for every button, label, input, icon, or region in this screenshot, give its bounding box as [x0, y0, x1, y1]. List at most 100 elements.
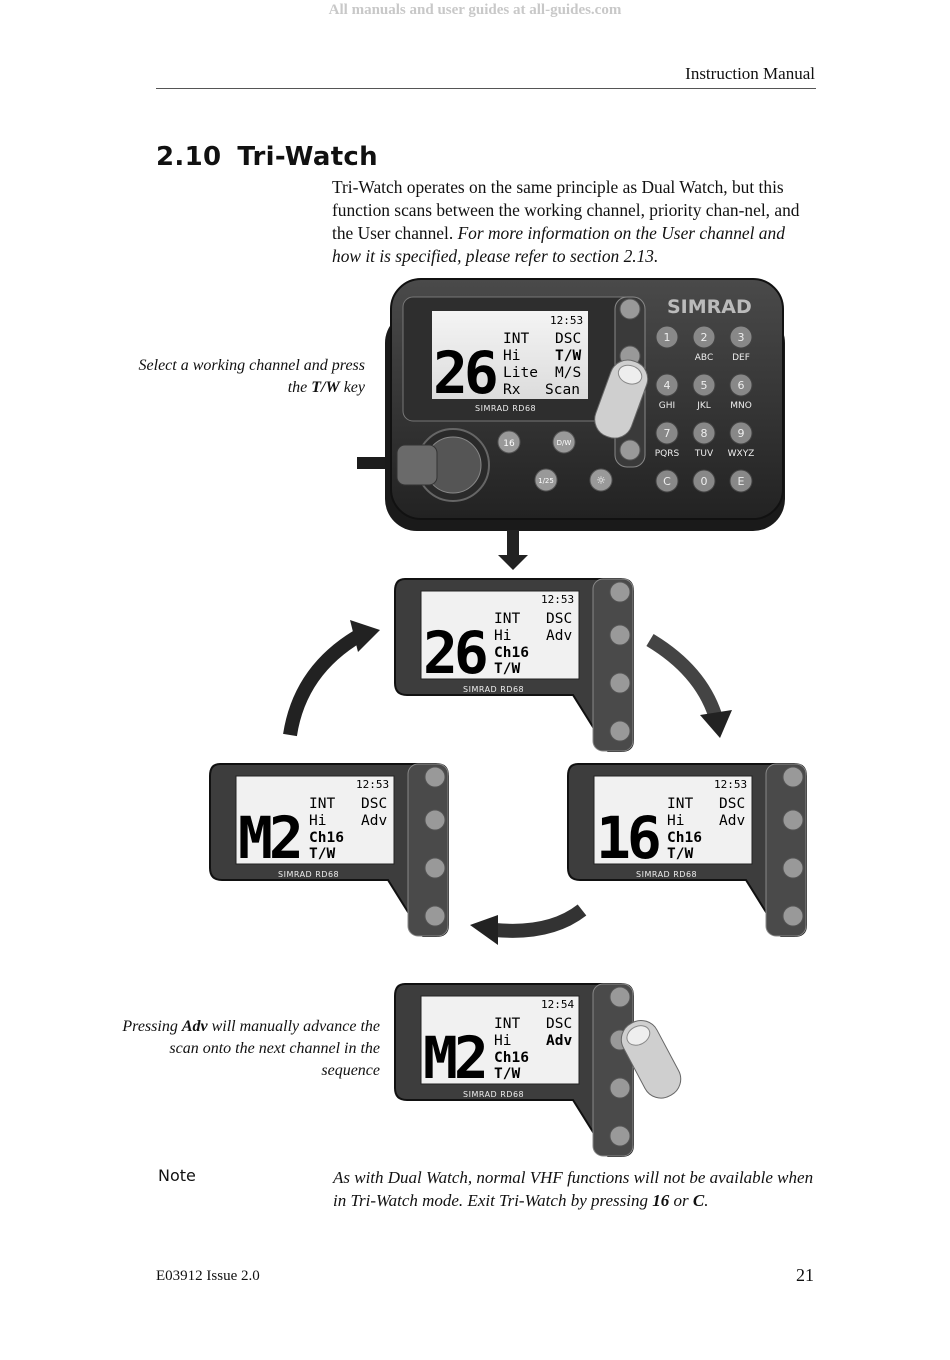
key-9[interactable] [729, 421, 753, 445]
key-C[interactable] [655, 469, 679, 493]
softkey-4[interactable] [619, 439, 641, 461]
softkey-3[interactable] [609, 672, 631, 694]
key-letters: GHI [659, 401, 675, 411]
key-4[interactable] [655, 373, 679, 397]
page-number: 21 [796, 1265, 814, 1285]
softkey-4[interactable] [609, 1125, 631, 1147]
key-number: C [663, 475, 671, 488]
arrow-left-up-icon [283, 628, 364, 737]
lcd-clock: 12:53 [550, 314, 583, 327]
note-body: As with Dual Watch, normal VHF functions… [333, 1168, 814, 1210]
softkey-1[interactable] [782, 766, 804, 788]
key-number: 8 [701, 427, 708, 440]
softkey-1[interactable] [609, 986, 631, 1008]
softkey-4[interactable] [424, 905, 446, 927]
softkey-strip [592, 983, 634, 1157]
key-number: 7 [664, 427, 671, 440]
light-button[interactable] [589, 468, 613, 492]
key-6[interactable] [729, 373, 753, 397]
lcd-screen [235, 775, 395, 865]
radio-model-label: SIMRAD RD68 [278, 870, 339, 879]
key-number: 5 [701, 379, 708, 392]
softkey-3[interactable] [782, 857, 804, 879]
lcd-row1-left: INT [503, 331, 529, 347]
key-8[interactable] [692, 421, 716, 445]
radio-illustration: 12:53 26 INT DSC Hi T/W Lite M/S Rx Scan… [357, 278, 785, 531]
lcd-ch16: Ch16 [494, 645, 529, 661]
key-number: 1 [664, 331, 671, 344]
radio-model-label: SIMRAD RD68 [475, 404, 536, 413]
key-number: 2 [701, 331, 708, 344]
finger-icon [620, 1020, 682, 1099]
caption-text: key [339, 379, 365, 396]
cable-gland [396, 444, 438, 486]
caption-key: T/W [311, 379, 340, 396]
key-0[interactable] [692, 469, 716, 493]
softkey-3[interactable] [424, 857, 446, 879]
key-7[interactable] [655, 421, 679, 445]
arrow-bottom-left-icon [494, 904, 587, 938]
lcd-ch16: Ch16 [309, 830, 344, 846]
radio-model-label: SIMRAD RD68 [463, 685, 524, 694]
softkey-4[interactable] [609, 720, 631, 742]
power-button[interactable] [534, 468, 558, 492]
key-E[interactable] [729, 469, 753, 493]
note-body: . [704, 1191, 709, 1210]
key-3[interactable] [729, 325, 753, 349]
key-2[interactable] [692, 325, 716, 349]
softkey-strip [407, 763, 449, 937]
key-letters: ABC [695, 353, 713, 363]
lcd-adv: Adv [719, 813, 745, 829]
arrow-right-down-icon [646, 633, 722, 718]
lcd-adv: Adv [546, 1033, 572, 1049]
softkey-2[interactable] [609, 624, 631, 646]
lcd-row4-left: Rx [503, 382, 521, 398]
softkey-1[interactable] [609, 581, 631, 603]
softkey-strip [765, 763, 807, 937]
key-letters: TUV [694, 449, 714, 459]
lcd-int: INT [309, 796, 335, 812]
softkey-2[interactable] [782, 809, 804, 831]
softkey-3[interactable] [609, 1077, 631, 1099]
lcd-screen [420, 995, 580, 1085]
lcd-dsc: DSC [719, 796, 745, 812]
lcd-row3-left: Lite [503, 365, 538, 381]
lcd-row4-right: Scan [545, 382, 580, 398]
key-letters: MNO [730, 401, 752, 411]
lcd-screen [420, 590, 580, 680]
lcd-power: Hi [494, 628, 511, 644]
caption-select-channel: Select a working channel and press the T… [130, 355, 365, 399]
intro-text: Tri-Watch operates on the same principle… [332, 177, 800, 243]
lcd-power: Hi [494, 1033, 511, 1049]
note-key-16: 16 [652, 1191, 670, 1210]
lcd-channel: M2 [423, 1024, 485, 1092]
note-text: As with Dual Watch, normal VHF functions… [333, 1166, 823, 1212]
lcd-dsc: DSC [361, 796, 387, 812]
dw-button[interactable] [552, 430, 576, 454]
caption-text: Select a working channel and press the [138, 357, 365, 396]
intro-paragraph: Tri-Watch operates on the same principle… [332, 176, 812, 268]
key-1[interactable] [655, 325, 679, 349]
softkey-1[interactable] [424, 766, 446, 788]
key-number: 0 [701, 475, 708, 488]
lcd-clock: 12:53 [356, 778, 389, 791]
power-label: 1/25 [538, 477, 554, 485]
footer-doc-id: E03912 Issue 2.0 [156, 1268, 260, 1284]
note-body: or [669, 1191, 693, 1210]
key-5[interactable] [692, 373, 716, 397]
finger-icon [594, 359, 649, 439]
lcd-row3-right: M/S [555, 365, 581, 381]
softkey-1[interactable] [619, 298, 641, 320]
caption-text: Pressing [122, 1018, 182, 1035]
lcd-clock: 12:53 [714, 778, 747, 791]
lcd-channel: 26 [423, 619, 486, 687]
lcd-adv: Adv [361, 813, 387, 829]
key-letters: PQRS [655, 449, 680, 459]
lcd-int: INT [494, 1016, 520, 1032]
softkey-4[interactable] [782, 905, 804, 927]
lcd-channel: M2 [238, 804, 300, 872]
softkey-2[interactable] [424, 809, 446, 831]
ch16-button[interactable] [497, 430, 521, 454]
lcd-screen [593, 775, 753, 865]
